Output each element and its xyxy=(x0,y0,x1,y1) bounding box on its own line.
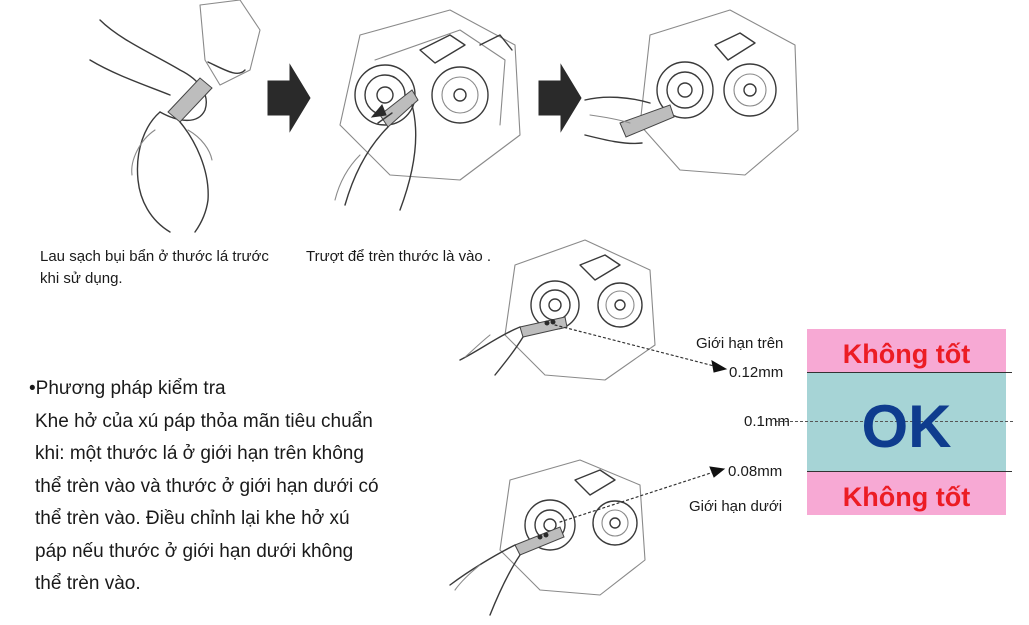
nominal-line xyxy=(775,421,1013,422)
mid-value: 0.1mm xyxy=(744,413,790,430)
bad-zone-lower xyxy=(807,471,1006,515)
method-line: thể trèn vào. xyxy=(35,573,141,594)
arrow-right-icon xyxy=(538,63,582,133)
illustration-insert-feeler xyxy=(334,9,521,211)
illustration-wipe-feeler xyxy=(89,0,261,233)
arrow-right-icon xyxy=(267,63,311,133)
lower-limit-line xyxy=(807,471,1012,472)
bad-label-upper: Không tốt xyxy=(842,339,971,369)
illustration-upper-limit-test xyxy=(459,239,656,381)
caption-step-2: Trượt để trèn thước là vào . xyxy=(306,248,492,265)
illustration-feeler-check xyxy=(584,9,799,176)
method-line: thể trèn vào. Điều chỉnh lại khe hở xú xyxy=(35,508,350,529)
method-line: khi: một thước lá ở giới hạn trên không xyxy=(35,443,364,464)
lower-limit-label: Giới hạn dưới xyxy=(689,498,783,515)
method-title: •Phương pháp kiểm tra xyxy=(29,378,226,399)
method-line: Khe hở của xú páp thỏa mãn tiêu chuẩn xyxy=(35,410,373,432)
caption-step-1: Lau sạch bụi bẩn ở thước lá trước khi sử… xyxy=(40,248,269,287)
upper-limit-label: Giới hạn trên xyxy=(696,335,784,352)
bad-zone-upper xyxy=(807,329,1006,372)
method-line: páp nếu thước ở giới hạn dưới không xyxy=(35,540,354,562)
upper-limit-line xyxy=(807,372,1012,373)
ok-label: OK xyxy=(861,393,952,460)
lower-value: 0.08mm xyxy=(728,463,783,480)
bad-label-lower: Không tốt xyxy=(842,482,971,512)
method-block: •Phương pháp kiểm tra Khe hở của xú páp … xyxy=(29,373,449,601)
illustration-lower-limit-test xyxy=(449,459,646,616)
upper-value: 0.12mm xyxy=(729,364,784,381)
method-line: thể trèn vào và thước ở giới hạn dưới có xyxy=(35,475,379,497)
